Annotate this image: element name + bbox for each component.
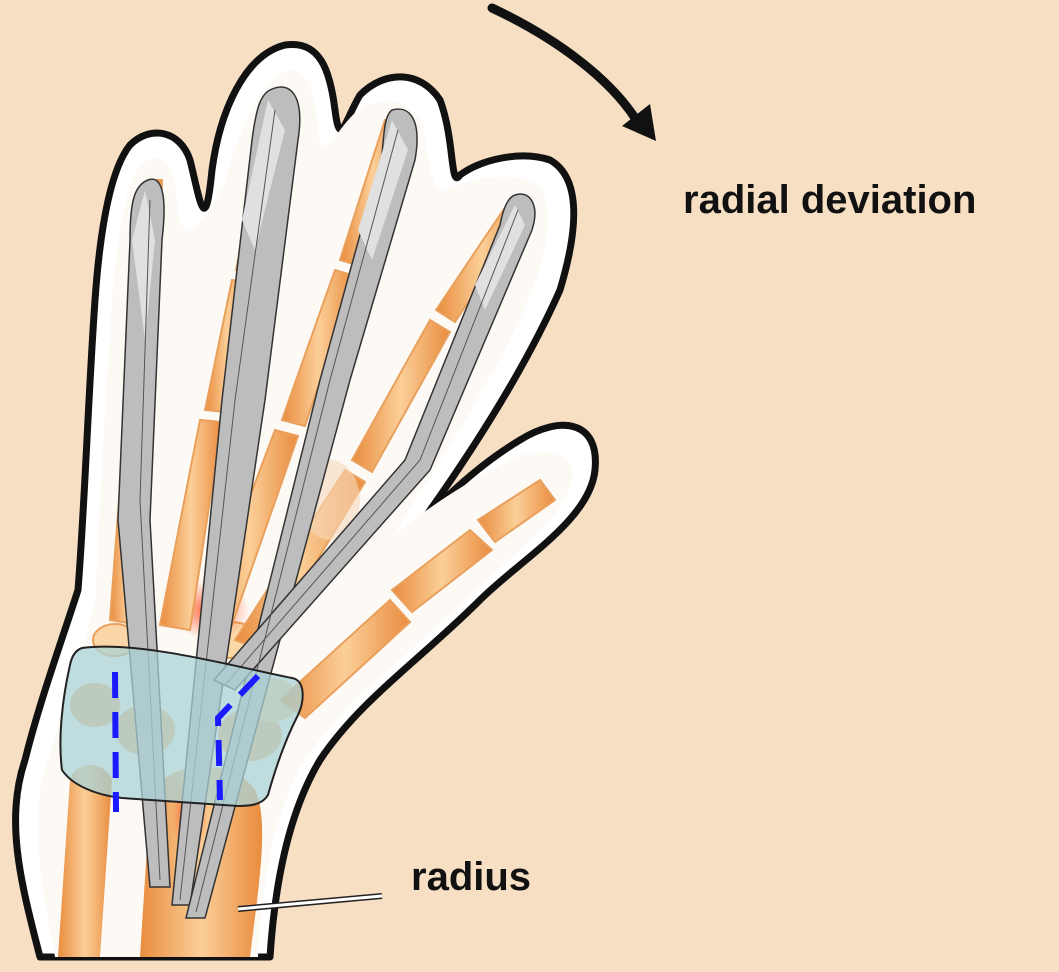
radial-deviation-label: radial deviation (683, 178, 976, 223)
curved-arrow-icon (492, 8, 656, 141)
radius-label: radius (411, 855, 531, 900)
